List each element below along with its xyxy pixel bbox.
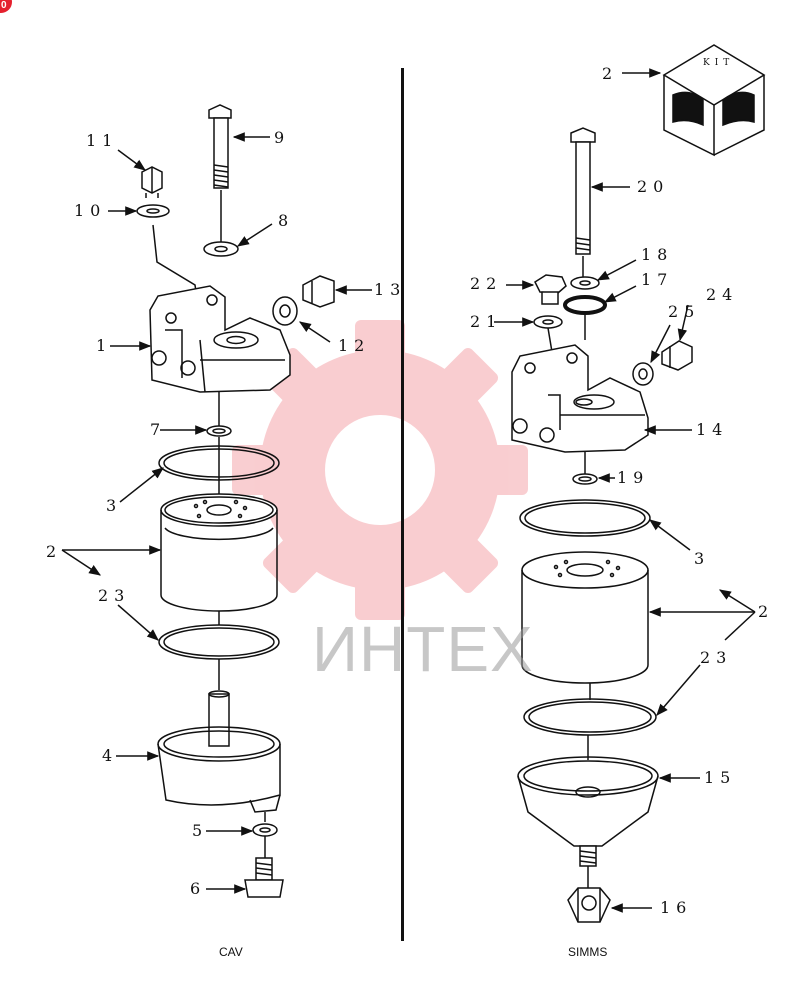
label-24: 24	[706, 285, 739, 304]
caption-simms: SIMMS	[568, 945, 608, 959]
part-3-seal-ring	[519, 499, 651, 537]
label-12: 12	[338, 336, 371, 355]
label-25: 25	[668, 302, 701, 321]
part-23-seal-ring	[523, 698, 657, 736]
label-2-kit: 2	[602, 64, 619, 83]
label-2: 2	[46, 542, 63, 561]
label-23-right: 23	[700, 648, 733, 667]
part-20-bolt	[570, 127, 596, 255]
watermark-gear-logo	[232, 320, 528, 620]
label-20: 20	[637, 177, 670, 196]
part-1-filter-head	[149, 285, 291, 393]
label-18: 18	[641, 245, 674, 264]
watermark-text: ИНТЕХ	[312, 613, 534, 685]
part-13-fitting	[302, 275, 335, 308]
kit-label: KIT	[703, 58, 735, 68]
part-4-bowl	[157, 690, 281, 813]
part-8-washer	[203, 241, 239, 257]
label-23: 23	[98, 586, 131, 605]
label-15: 15	[704, 768, 737, 787]
label-19: 19	[617, 468, 650, 487]
label-21: 21	[470, 312, 503, 331]
part-21-washer	[533, 315, 563, 329]
part-24-fitting	[661, 340, 693, 371]
label-4: 4	[102, 746, 119, 765]
leader-2-to-23-right	[724, 611, 756, 641]
part-2-filter-element	[521, 551, 649, 684]
part-23-seal-ring	[158, 624, 280, 660]
part-9-bolt	[208, 104, 232, 189]
label-13: 13	[374, 280, 407, 299]
leader-lines-right	[494, 68, 756, 913]
label-3: 3	[106, 496, 123, 515]
leader-lines-left	[61, 132, 372, 894]
part-2-filter-element	[160, 493, 278, 612]
label-5: 5	[192, 821, 209, 840]
label-14: 14	[696, 420, 729, 439]
label-6: 6	[190, 879, 207, 898]
part-6-drain-plug	[244, 857, 284, 898]
label-17: 17	[641, 270, 674, 289]
label-7: 7	[150, 420, 167, 439]
label-11: 11	[86, 131, 119, 150]
part-7-o-ring	[206, 425, 232, 437]
kit-box-icon	[662, 44, 766, 157]
badge-text: 0	[1, 0, 7, 11]
part-18-washer	[570, 276, 600, 290]
label-10: 10	[74, 201, 107, 220]
label-9: 9	[274, 128, 291, 147]
label-2-right: 2	[758, 602, 775, 621]
part-15-bowl	[517, 756, 659, 867]
label-16: 16	[660, 898, 693, 917]
part-11-plug	[141, 166, 163, 198]
part-12-washer	[272, 296, 298, 326]
part-14-filter-head	[511, 344, 649, 453]
part-5-washer	[252, 823, 278, 837]
part-10-washer	[136, 204, 170, 218]
part-16-nut	[567, 887, 611, 923]
section-divider	[401, 68, 404, 941]
label-22: 22	[470, 274, 503, 293]
label-3-right: 3	[694, 549, 711, 568]
caption-cav: CAV	[219, 945, 243, 959]
part-19-o-ring	[572, 473, 598, 485]
part-17-o-ring	[563, 295, 607, 315]
label-8: 8	[278, 211, 295, 230]
part-25-washer	[632, 362, 654, 386]
label-1: 1	[96, 336, 113, 355]
part-22-plug	[534, 274, 567, 305]
